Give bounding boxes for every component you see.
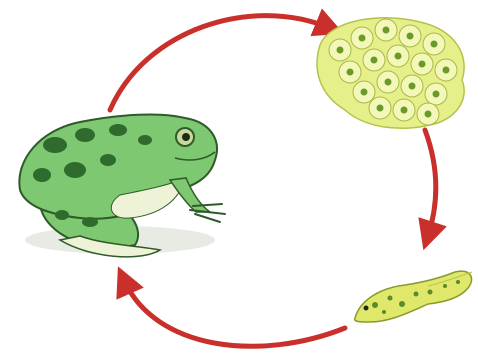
tadpole-illustration-icon xyxy=(355,271,472,322)
frogspawn-illustration-icon xyxy=(317,18,464,128)
arrow-frog-to-eggs xyxy=(110,16,330,110)
arrow-eggs-to-tadpole xyxy=(425,130,436,236)
frog-illustration-icon xyxy=(19,115,225,257)
arrow-tadpole-to-frog xyxy=(124,280,345,346)
